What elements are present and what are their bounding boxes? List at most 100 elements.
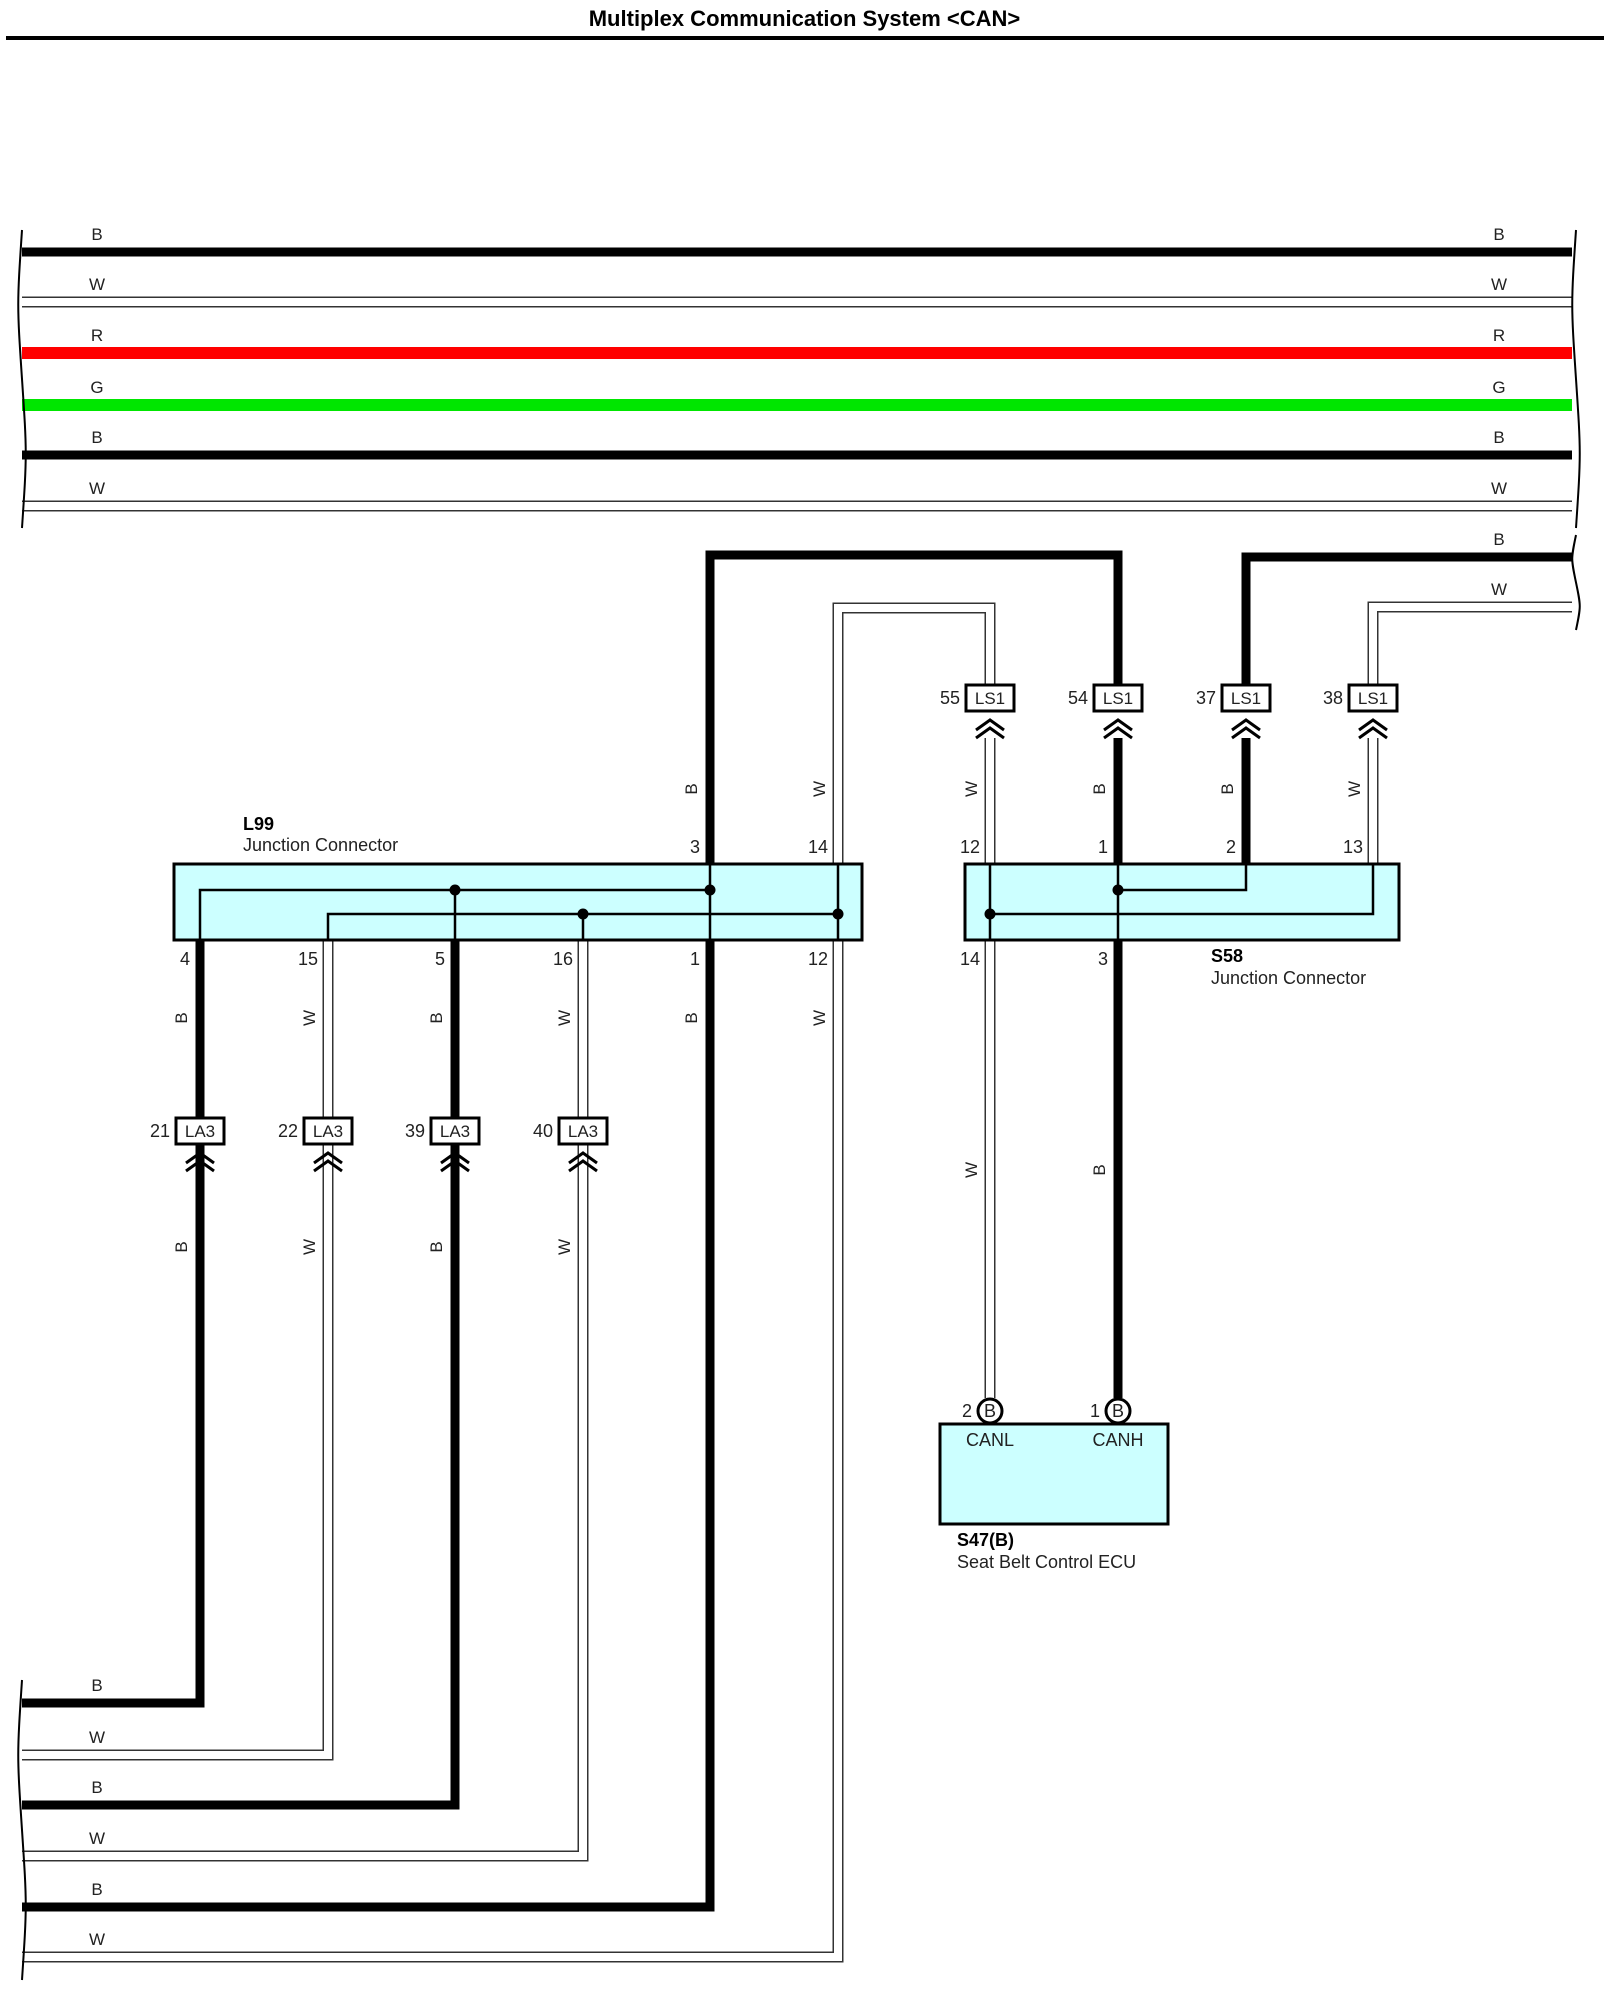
l99-internal-b xyxy=(198,888,710,940)
bottom-bus-code: W xyxy=(89,1728,105,1747)
l99-pin: 12 xyxy=(808,949,828,969)
l99-box xyxy=(172,862,864,942)
wire-code-vertical: B xyxy=(427,1241,446,1252)
bus-wire-code-left: W xyxy=(89,275,105,294)
wire-code-vertical: B xyxy=(682,783,701,794)
page-title: Multiplex Communication System <CAN> xyxy=(588,6,1021,31)
ls1-connector-code: LS1 xyxy=(1358,689,1388,708)
s47-pin-number: 1 xyxy=(1090,1401,1100,1421)
wire-b-l99-3-to-ls1-54 xyxy=(705,550,1123,864)
l99-pin: 5 xyxy=(435,949,445,969)
connector-boxes-layer xyxy=(172,683,1401,1526)
s47-terminal xyxy=(976,1397,1004,1425)
s58-pin: 3 xyxy=(1098,949,1108,969)
s47-pin-number: 2 xyxy=(962,1401,972,1421)
l99-internal-w xyxy=(326,912,838,940)
ls1-connector-code: LS1 xyxy=(975,689,1005,708)
wire-w-l99-15-to-bus xyxy=(22,940,332,1759)
wire-w-l99-14-to-ls1-55-outline xyxy=(832,602,996,864)
bottom-bus-code: B xyxy=(91,1778,102,1797)
wire-code-vertical: B xyxy=(172,1012,191,1023)
l99-splice-dot xyxy=(449,884,461,896)
ls1-connector-chevron xyxy=(1103,726,1133,740)
s58-pin: 13 xyxy=(1343,837,1363,857)
la3-connector-box xyxy=(174,1116,226,1146)
l99-pin: 1 xyxy=(690,949,700,969)
wire-w-l99-15-to-bus-outline xyxy=(22,940,334,1761)
la3-connector-code: LA3 xyxy=(185,1122,215,1141)
wires-layer xyxy=(17,229,1581,1981)
ls1-connector-box xyxy=(1092,683,1144,713)
bottom-bus-code: W xyxy=(89,1829,105,1848)
wire-w-l99-12-to-bus xyxy=(22,940,842,1961)
wire-code-vertical: W xyxy=(810,1010,829,1026)
la3-connector-chevron xyxy=(440,1151,470,1165)
la3-connector-box xyxy=(302,1116,354,1146)
ls1-connector-chevron xyxy=(1103,718,1133,732)
wire-code-vertical: B xyxy=(427,1012,446,1023)
l99-splice-dot xyxy=(832,908,844,920)
la3-connector-code: LA3 xyxy=(568,1122,598,1141)
s47-ecu-box xyxy=(938,1422,1170,1526)
la3-connector-pin: 40 xyxy=(533,1121,553,1141)
wire-b-l99-5-to-bus xyxy=(22,940,460,1810)
wire-code-vertical: W xyxy=(810,781,829,797)
l99-pin: 3 xyxy=(690,837,700,857)
bottom-bus-code: B xyxy=(91,1880,102,1899)
la3-connector-code: LA3 xyxy=(440,1122,470,1141)
wire-b-l99-1-to-bus xyxy=(22,940,715,1912)
la3-connector-chevron xyxy=(568,1159,598,1173)
s58-box xyxy=(963,862,1401,942)
l99-pin: 4 xyxy=(180,949,190,969)
la3-connector-pin: 39 xyxy=(405,1121,425,1141)
ls1-connector-chevron xyxy=(1358,726,1388,740)
bus-wire-code-left: B xyxy=(91,428,102,447)
l99-pin: 16 xyxy=(553,949,573,969)
wire-b-l99-4-to-bus xyxy=(22,940,205,1708)
l99-description: Junction Connector xyxy=(243,835,398,855)
l99-code: L99 xyxy=(243,814,274,834)
wire-code-vertical: W xyxy=(962,1162,981,1178)
bus-wire-code-right: W xyxy=(1491,479,1507,498)
bus-wire-code-right: R xyxy=(1493,326,1505,345)
wire-code-vertical: B xyxy=(1218,783,1237,794)
la3-connector-chevron xyxy=(185,1159,215,1173)
bus-wire-code-left: W xyxy=(89,479,105,498)
ls1-connector-chevron xyxy=(1231,718,1261,732)
la3-connector-box xyxy=(429,1116,481,1146)
l99-pin: 14 xyxy=(808,837,828,857)
wire-code-vertical: W xyxy=(555,1010,574,1026)
wire-code-vertical: W xyxy=(555,1239,574,1255)
s58-splice-dot xyxy=(1112,884,1124,896)
la3-connector-chevron xyxy=(313,1151,343,1165)
wire-code-vertical: W xyxy=(962,781,981,797)
wire-code-vertical: W xyxy=(1345,781,1364,797)
s58-description: Junction Connector xyxy=(1211,968,1366,988)
bus-wire-code-right: B xyxy=(1493,225,1504,244)
s58-code: S58 xyxy=(1211,946,1243,966)
bus-wire-code-right: W xyxy=(1491,275,1507,294)
left-break-wave-top xyxy=(17,229,27,529)
title-rule xyxy=(6,36,1604,40)
wire-b-to-ls1-37 xyxy=(1241,552,1572,693)
la3-connector-chevron xyxy=(185,1151,215,1165)
s58-pin: 12 xyxy=(960,837,980,857)
s58-splice-dot xyxy=(984,908,996,920)
bottom-bus-code: W xyxy=(89,1930,105,1949)
bus-wire-code-right: B xyxy=(1493,428,1504,447)
wire-code-vertical: W xyxy=(300,1239,319,1255)
ls1-connector-code: LS1 xyxy=(1103,689,1133,708)
right-break-wave-top xyxy=(1571,229,1581,529)
bus-wire-code-left: B xyxy=(91,225,102,244)
wire-w-l99-16-to-bus xyxy=(22,940,587,1860)
ls1-connector-pin: 38 xyxy=(1323,688,1343,708)
la3-connector-code: LA3 xyxy=(313,1122,343,1141)
bus-wire-code-left: G xyxy=(90,378,103,397)
ls1-connector-box xyxy=(1220,683,1272,713)
wire-code-vertical: W xyxy=(300,1010,319,1026)
la3-connector-box xyxy=(557,1116,609,1146)
l99-splice-dot xyxy=(704,884,716,896)
la3-connector-chevron xyxy=(568,1151,598,1165)
